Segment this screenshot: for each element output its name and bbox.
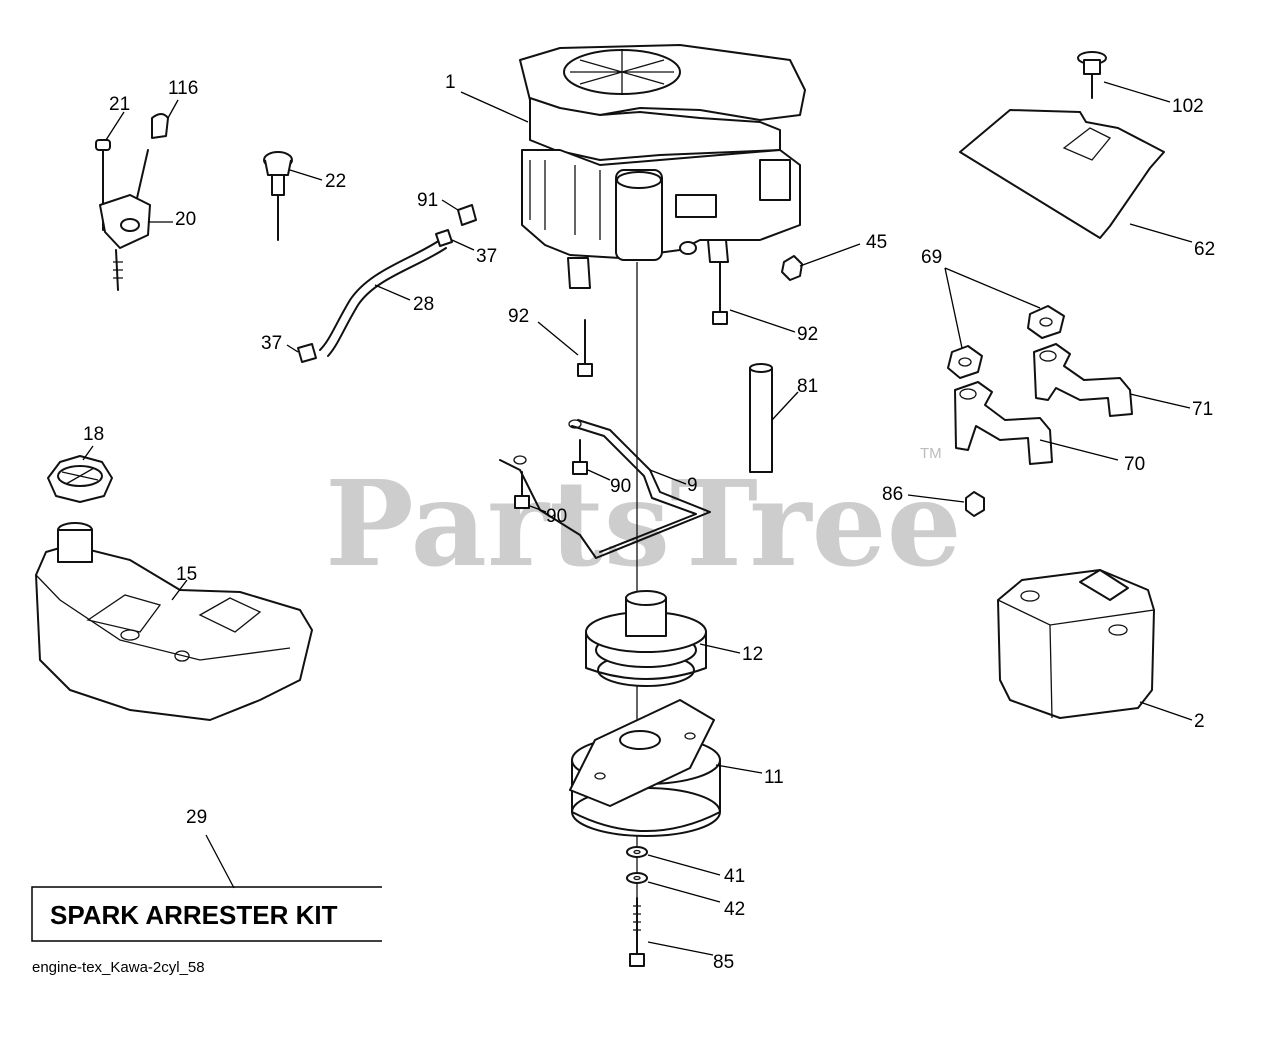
callout-29: 29 — [186, 807, 207, 828]
spark-arrester-kit-label: SPARK ARRESTER KIT — [50, 900, 338, 930]
pulley-part[interactable] — [585, 590, 707, 687]
callout-69: 69 — [921, 247, 942, 268]
callout-28: 28 — [413, 294, 434, 315]
callout-70: 70 — [1124, 454, 1145, 475]
exhaust-pipe-71-part[interactable] — [1033, 343, 1133, 417]
bracket-part[interactable] — [499, 419, 711, 559]
callout-42: 42 — [724, 899, 745, 920]
callout-62: 62 — [1194, 239, 1215, 260]
callout-21: 21 — [109, 94, 130, 115]
callout-22: 22 — [325, 171, 346, 192]
callout-20: 20 — [175, 209, 196, 230]
callout-90-lower: 90 — [546, 506, 567, 527]
callout-15: 15 — [176, 564, 197, 585]
callout-45: 45 — [866, 232, 887, 253]
exhaust-pipe-70-part[interactable] — [954, 381, 1053, 465]
watermark-trademark: TM — [920, 445, 942, 462]
callout-90-upper: 90 — [610, 476, 631, 497]
fuel-cap-part[interactable] — [47, 455, 113, 503]
callout-92-left: 92 — [508, 306, 529, 327]
engine-part[interactable] — [519, 44, 806, 289]
choke-knob-part[interactable] — [263, 151, 293, 241]
dipstick-tube-part[interactable] — [749, 363, 773, 473]
fuel-hose-part[interactable] — [319, 239, 447, 357]
callout-37-upper: 37 — [476, 246, 497, 267]
muffler-part[interactable] — [997, 569, 1155, 719]
callout-9: 9 — [687, 475, 698, 496]
spark-arrester-kit-box[interactable]: SPARK ARRESTER KIT — [31, 886, 382, 942]
bolt-92-part[interactable] — [577, 261, 728, 377]
callout-12: 12 — [742, 644, 763, 665]
washer-41-part[interactable] — [626, 846, 648, 858]
nut-part[interactable] — [781, 255, 803, 281]
callout-18: 18 — [83, 424, 104, 445]
callout-102: 102 — [1172, 96, 1204, 117]
bolt-90-part[interactable] — [514, 439, 588, 509]
fuel-tank-part[interactable] — [35, 522, 313, 721]
pto-clutch-part[interactable] — [569, 699, 721, 837]
callout-11: 11 — [764, 767, 784, 788]
callout-71: 71 — [1192, 399, 1213, 420]
callout-81: 81 — [797, 376, 818, 397]
callout-85: 85 — [713, 952, 734, 973]
drawing-reference: engine-tex_Kawa-2cyl_58 — [32, 959, 205, 976]
callout-41: 41 — [724, 866, 745, 887]
watermark: PartsTree — [325, 454, 962, 593]
heat-shield-part[interactable] — [959, 109, 1165, 239]
washer-42-part[interactable] — [626, 872, 648, 884]
throttle-control-part[interactable] — [95, 113, 169, 291]
callout-92-right: 92 — [797, 324, 818, 345]
callout-86: 86 — [882, 484, 903, 505]
callout-37-lower: 37 — [261, 333, 282, 354]
callout-1: 1 — [445, 72, 456, 93]
hose-clamp-part[interactable] — [297, 204, 477, 363]
callout-91: 91 — [417, 190, 438, 211]
shield-bolt-part[interactable] — [1077, 51, 1107, 99]
callout-116: 116 — [168, 78, 198, 99]
nut-86-part[interactable] — [965, 491, 985, 517]
gasket-part[interactable] — [947, 305, 1065, 379]
callout-2: 2 — [1194, 711, 1205, 732]
bolt-85-part[interactable] — [629, 897, 645, 967]
